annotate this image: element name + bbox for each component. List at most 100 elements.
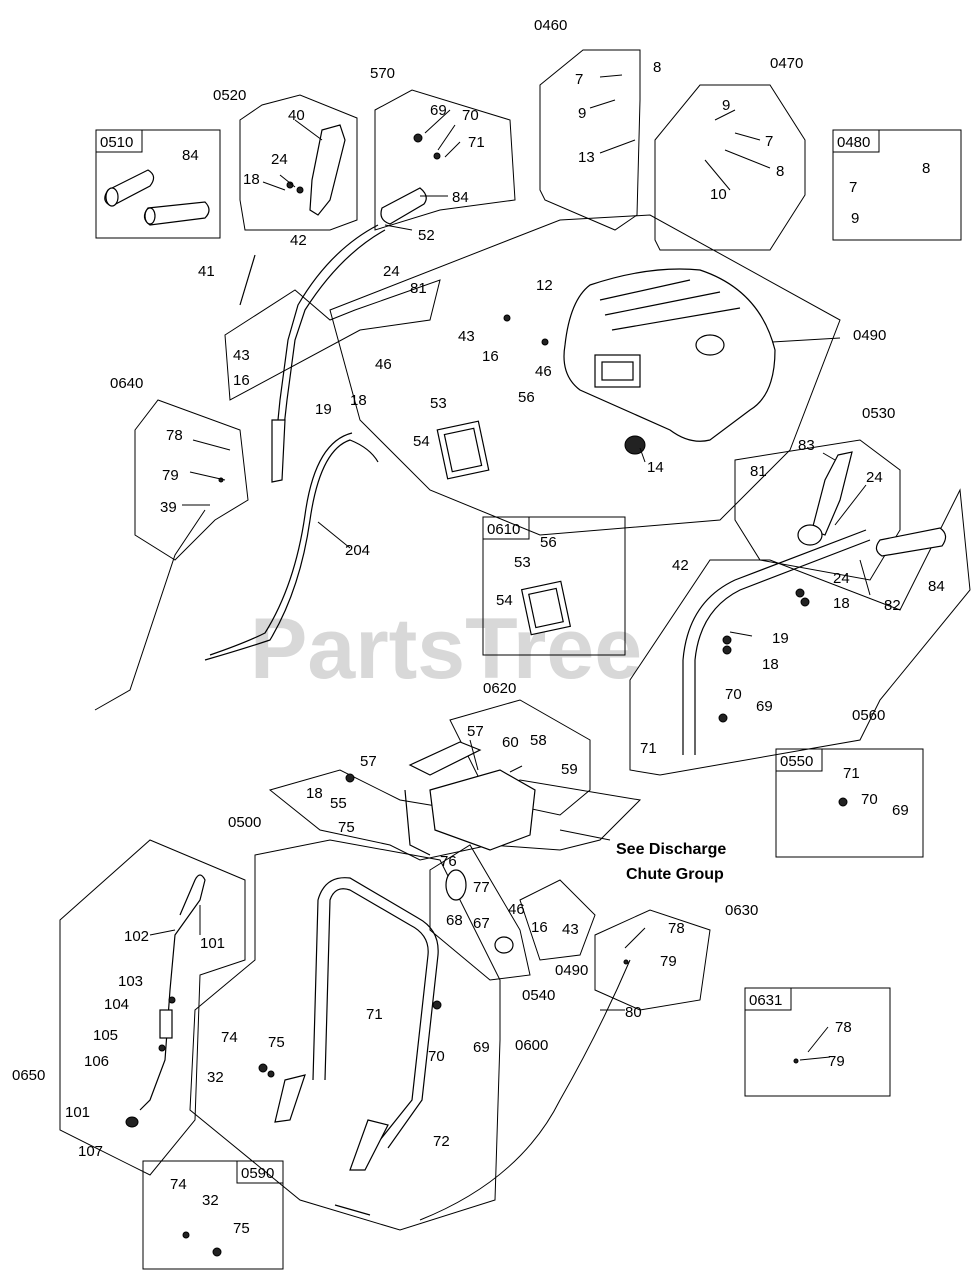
part-number-label: 18 [243, 171, 260, 188]
part-number-label: 18 [306, 785, 323, 802]
part-number-label: 53 [514, 554, 531, 571]
discharge-note-line2: Chute Group [626, 866, 724, 883]
part-number-label: 52 [418, 227, 435, 244]
group-number-label: 0460 [534, 17, 567, 34]
part-number-label: 32 [207, 1069, 224, 1086]
part-number-label: 9 [851, 210, 859, 227]
part-number-label: 41 [198, 263, 215, 280]
part-number-label: 24 [866, 469, 883, 486]
part-number-label: 53 [430, 395, 447, 412]
part-number-label: 70 [428, 1048, 445, 1065]
part-number-label: 71 [366, 1006, 383, 1023]
part-number-label: 46 [375, 356, 392, 373]
part-number-label: 78 [166, 427, 183, 444]
group-number-label: 0520 [213, 87, 246, 104]
part-number-label: 74 [170, 1176, 187, 1193]
part-number-label: 18 [833, 595, 850, 612]
part-number-label: 75 [338, 819, 355, 836]
part-number-label: 102 [124, 928, 149, 945]
group-0631-box: 0631 [744, 987, 891, 1097]
part-number-label: 7 [575, 71, 583, 88]
part-number-label: 19 [772, 630, 789, 647]
part-number-label: 79 [162, 467, 179, 484]
group-number-label: 0480 [837, 134, 870, 151]
part-number-label: 10 [710, 186, 727, 203]
part-number-label: 107 [78, 1143, 103, 1160]
part-number-label: 54 [496, 592, 513, 609]
part-number-label: 106 [84, 1053, 109, 1070]
part-number-label: 46 [508, 901, 525, 918]
part-number-label: 70 [462, 107, 479, 124]
right-upper-handle [694, 539, 871, 755]
fasteners [158, 133, 848, 1257]
group-0480-box: 0480 [832, 129, 962, 241]
part-number-label: 78 [668, 920, 685, 937]
group-number-label: 0631 [749, 992, 782, 1009]
part-number-label: 12 [536, 277, 553, 294]
part-number-label: 8 [653, 59, 661, 76]
group-number-label: 0650 [12, 1067, 45, 1084]
left-upper-handle [277, 229, 386, 481]
group-number-label: 570 [370, 65, 395, 82]
part-number-label: 19 [315, 401, 332, 418]
part-number-label: 7 [849, 179, 857, 196]
part-number-label: 13 [578, 149, 595, 166]
part-number-label: 101 [65, 1104, 90, 1121]
part-number-label: 57 [467, 723, 484, 740]
group-number-label: 0610 [487, 521, 520, 538]
chute-bracket-57 [404, 741, 536, 856]
group-number-label: 0530 [862, 405, 895, 422]
part-number-label: 42 [672, 557, 689, 574]
part-number-label: 83 [798, 437, 815, 454]
part-number-label: 68 [446, 912, 463, 929]
group-number-label: 0490 [853, 327, 886, 344]
part-number-label: 24 [383, 263, 400, 280]
part-number-label: 70 [725, 686, 742, 703]
part-number-label: 43 [458, 328, 475, 345]
knob-14 [624, 435, 646, 455]
group-number-label: 0630 [725, 902, 758, 919]
part-number-label: 78 [835, 1019, 852, 1036]
part-labels: 7 8 9 13 9 7 8 10 8 7 9 69 70 71 84 52 4… [65, 59, 945, 1237]
dash-panel-12 [563, 268, 776, 442]
cable-41 [239, 254, 256, 306]
part-number-label: 75 [233, 1220, 250, 1237]
part-number-label: 43 [562, 921, 579, 938]
spring-107 [125, 1116, 139, 1128]
grip-84-right [875, 527, 947, 557]
part-number-label: 55 [330, 795, 347, 812]
group-number-label: 0590 [241, 1165, 274, 1182]
part-number-label: 104 [104, 996, 129, 1013]
part-number-label: 56 [540, 534, 557, 551]
part-number-label: 75 [268, 1034, 285, 1051]
part-number-label: 58 [530, 732, 547, 749]
rod-102 [139, 874, 206, 1111]
part-number-label: 60 [502, 734, 519, 751]
part-number-label: 67 [473, 915, 490, 932]
part-number-label: 84 [452, 189, 469, 206]
group-number-label: 0560 [852, 707, 885, 724]
part-number-label: 43 [233, 347, 250, 364]
leader-lines [149, 74, 871, 1061]
part-number-label: 79 [828, 1053, 845, 1070]
part-number-label: 18 [350, 392, 367, 409]
part-number-label: 16 [482, 348, 499, 365]
group-0550-box: 0550 [775, 748, 924, 858]
part-number-label: 71 [468, 134, 485, 151]
part-number-label: 74 [221, 1029, 238, 1046]
part-number-label: 54 [413, 433, 430, 450]
group-number-label: 0490 [555, 962, 588, 979]
group-number-label: 0640 [110, 375, 143, 392]
group-0590-box: 0590 [142, 1160, 284, 1270]
part-number-label: 46 [535, 363, 552, 380]
discharge-note-line1: See Discharge [616, 841, 726, 858]
watermark: PartsTree [250, 601, 642, 697]
lower-handle [324, 888, 429, 1141]
bracket-83 [811, 451, 853, 536]
part-number-label: 84 [182, 147, 199, 164]
part-number-label: 24 [271, 151, 288, 168]
part-number-label: 105 [93, 1027, 118, 1044]
part-number-label: 82 [884, 597, 901, 614]
part-number-label: 71 [640, 740, 657, 757]
